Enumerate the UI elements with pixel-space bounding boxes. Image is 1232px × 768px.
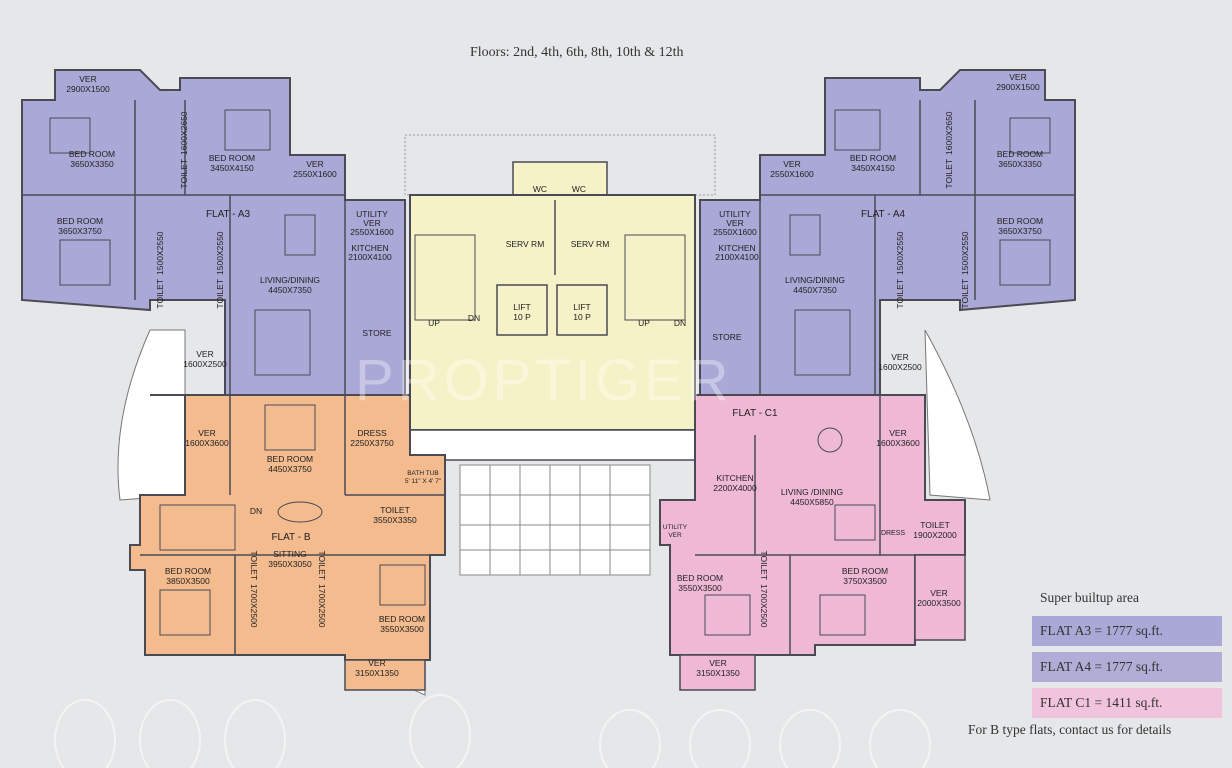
svg-text:STORE: STORE [712,332,741,342]
svg-text:TOILET1500X2550: TOILET1500X2550 [960,231,970,308]
svg-text:SERV RM: SERV RM [506,239,545,249]
flat-a3 [21,69,406,396]
legend-heading: Super builtup area [1040,590,1139,605]
svg-text:WC: WC [533,184,547,194]
svg-text:UP: UP [638,318,650,328]
flat-a3-tag: FLAT - A3 [206,209,251,220]
legend-row-a3: FLAT A3 = 1777 sq.ft. [1032,616,1222,646]
svg-text:TOILET1700X2500: TOILET1700X2500 [249,550,259,627]
flat-c1-tag: FLAT - C1 [732,408,778,419]
b-type-note: For B type flats, contact us for details [968,722,1172,737]
svg-text:DN: DN [250,506,262,516]
flat-a4 [699,69,1076,396]
svg-text:DN: DN [468,313,480,323]
flat-a4-tag: FLAT - A4 [861,209,906,220]
right-balcony-curve [924,329,991,501]
watermark: PROPTIGER [355,348,733,413]
svg-text:TOILET1700X2500: TOILET1700X2500 [759,550,769,627]
svg-text:DRESS: DRESS [881,530,905,537]
flat-b-tag: FLAT - B [271,532,310,543]
svg-text:TOILET1600X2650: TOILET1600X2650 [179,111,189,188]
svg-text:WC: WC [572,184,586,194]
svg-text:UP: UP [428,318,440,328]
flat-c1 [659,394,966,691]
area-legend: Super builtup area FLAT A3 = 1777 sq.ft.… [1032,590,1222,724]
legend-row-c1: FLAT C1 = 1411 sq.ft. [1032,688,1222,718]
left-balcony-curve [117,329,186,501]
flat-b [129,394,446,691]
bottom-decoration [54,694,931,768]
svg-text:DN: DN [674,318,686,328]
legend-row-a4: FLAT A4 = 1777 sq.ft. [1032,652,1222,682]
svg-text:TOILET1500X2550: TOILET1500X2550 [215,231,225,308]
svg-text:STORE: STORE [362,328,391,338]
floors-title: Floors: 2nd, 4th, 6th, 8th, 10th & 12th [470,45,684,60]
core-lift-stair [404,134,716,576]
svg-text:TOILET1700X2500: TOILET1700X2500 [317,550,327,627]
svg-text:TOILET1500X2550: TOILET1500X2550 [895,231,905,308]
svg-text:TOILET1600X2650: TOILET1600X2650 [944,111,954,188]
svg-text:SERV RM: SERV RM [571,239,610,249]
svg-text:TOILET1500X2550: TOILET1500X2550 [155,231,165,308]
